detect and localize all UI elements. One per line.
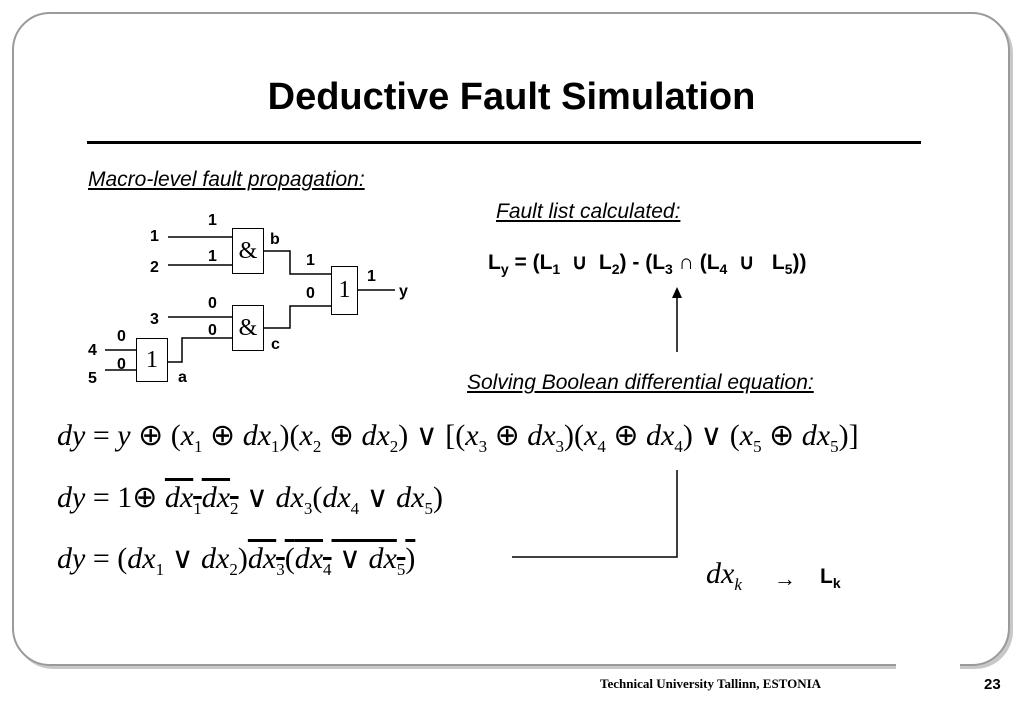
fault-list-heading: Fault list calculated: (496, 200, 681, 223)
value-a: 0 (208, 322, 217, 339)
fault-list-equation: Ly = (L1 ∪ L2) - (L3 ∩ (L4 ∪ L5)) (488, 251, 807, 278)
slide-frame (12, 12, 1010, 666)
and-gate-mid: & (232, 305, 264, 351)
value-y: 1 (367, 268, 376, 285)
value-3: 0 (208, 295, 217, 312)
equation-2: dy = 1⊕ dx1dx2 ∨ dx3(dx4 ∨ dx5) (57, 481, 443, 518)
value-2: 1 (208, 248, 217, 265)
value-1: 1 (208, 212, 217, 229)
value-b: 1 (306, 252, 315, 269)
input-5-label: 5 (88, 370, 97, 387)
equation-3: dy = (dx1 ∨ dx2)dx3(dx4 ∨ dx5) (57, 542, 416, 579)
input-1-label: 1 (150, 228, 159, 245)
or-gate-bottom: 1 (136, 338, 168, 382)
maps-to-arrow: → (774, 566, 796, 591)
input-3-label: 3 (150, 311, 159, 328)
page-number: 23 (984, 676, 1001, 693)
and-gate-top: & (232, 228, 264, 274)
net-b-label: b (270, 231, 280, 248)
net-y-label: y (399, 283, 408, 300)
macro-heading: Macro-level fault propagation: (88, 168, 365, 191)
slide-title: Deductive Fault Simulation (267, 76, 756, 118)
input-4-label: 4 (88, 342, 97, 359)
dxk-term: dxk (706, 557, 742, 594)
lk-term: Lk (820, 565, 841, 592)
value-c: 0 (306, 285, 315, 302)
net-a-label: a (178, 369, 187, 386)
footer-text: Technical University Tallinn, ESTONIA (600, 676, 822, 691)
solving-heading: Solving Boolean differential equation: (467, 371, 814, 394)
title-rule (87, 141, 921, 144)
equation-1: dy = y ⊕ (x1 ⊕ dx1)(x2 ⊕ dx2) ∨ [(x3 ⊕ d… (57, 419, 859, 456)
or-gate-right: 1 (331, 266, 358, 315)
net-c-label: c (271, 336, 280, 353)
value-4: 0 (117, 328, 126, 345)
frame-gap (896, 650, 960, 676)
value-5: 0 (117, 356, 126, 373)
input-2-label: 2 (150, 259, 159, 276)
